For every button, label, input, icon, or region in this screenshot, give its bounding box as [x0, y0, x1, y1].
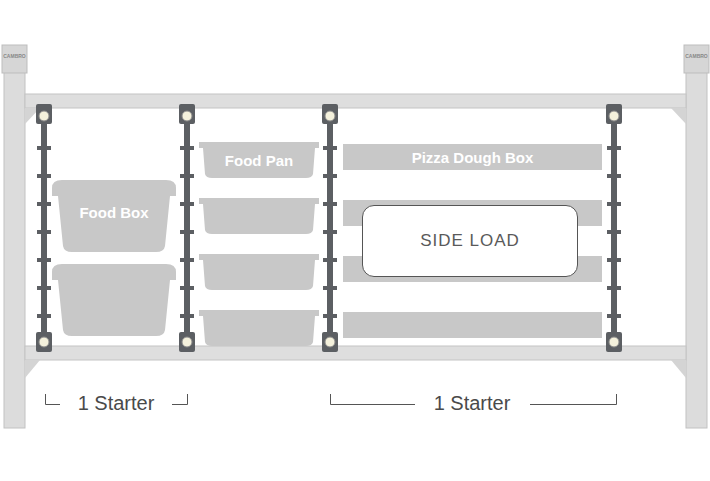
pizza-dough-box: Pizza Dough Box	[343, 144, 602, 170]
node-label: Pizza Dough Box	[412, 149, 534, 166]
brand-mark: CAMBRO	[685, 54, 708, 59]
starter-label: 1 Starter	[434, 393, 511, 413]
food-pan: Food Pan	[199, 142, 319, 178]
node-label: Food Box	[79, 204, 148, 221]
food-box: Food Box	[52, 180, 176, 252]
starter-label: 1 Starter	[78, 393, 155, 413]
node-label: SIDE LOAD	[420, 231, 520, 251]
node-label: Food Pan	[225, 152, 293, 169]
brand-mark: CAMBRO	[3, 54, 26, 59]
side-load-box: SIDE LOAD	[362, 205, 578, 277]
